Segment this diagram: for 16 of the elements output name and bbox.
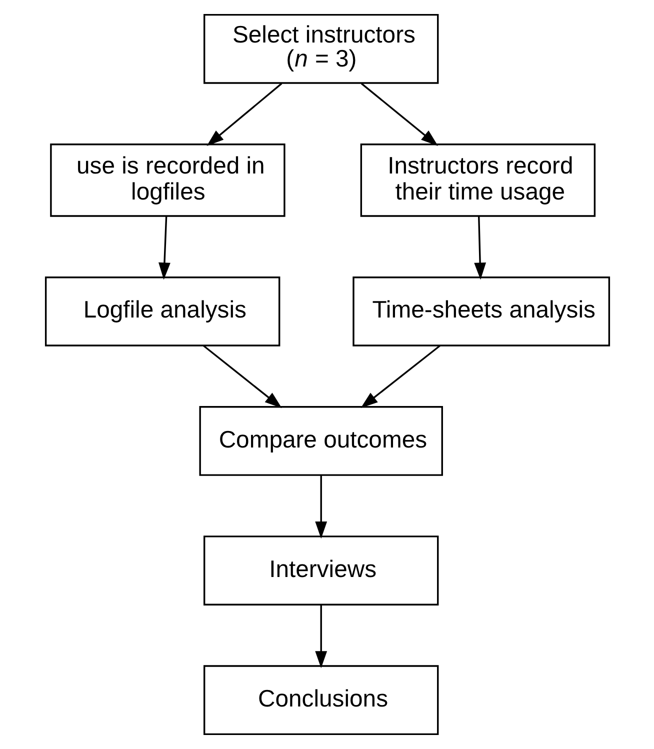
arrow	[474, 216, 486, 280]
arrow	[314, 475, 327, 539]
node-box: Instructors record their time usage	[360, 144, 596, 217]
node-box: Conclusions	[203, 665, 438, 736]
arrow	[206, 82, 282, 146]
arrow	[314, 604, 327, 668]
arrow	[158, 216, 170, 280]
arrow	[360, 82, 438, 146]
node-box: use is recorded in logfiles	[50, 144, 285, 217]
arrow	[360, 344, 440, 408]
node-box: Select instructors (n = 3)	[203, 14, 438, 84]
node-box: Compare outcomes	[198, 406, 442, 476]
node-box: Time-sheets analysis	[352, 276, 610, 346]
arrow	[202, 344, 282, 408]
node-box: Interviews	[203, 536, 438, 606]
node-box: Logfile analysis	[44, 276, 280, 346]
